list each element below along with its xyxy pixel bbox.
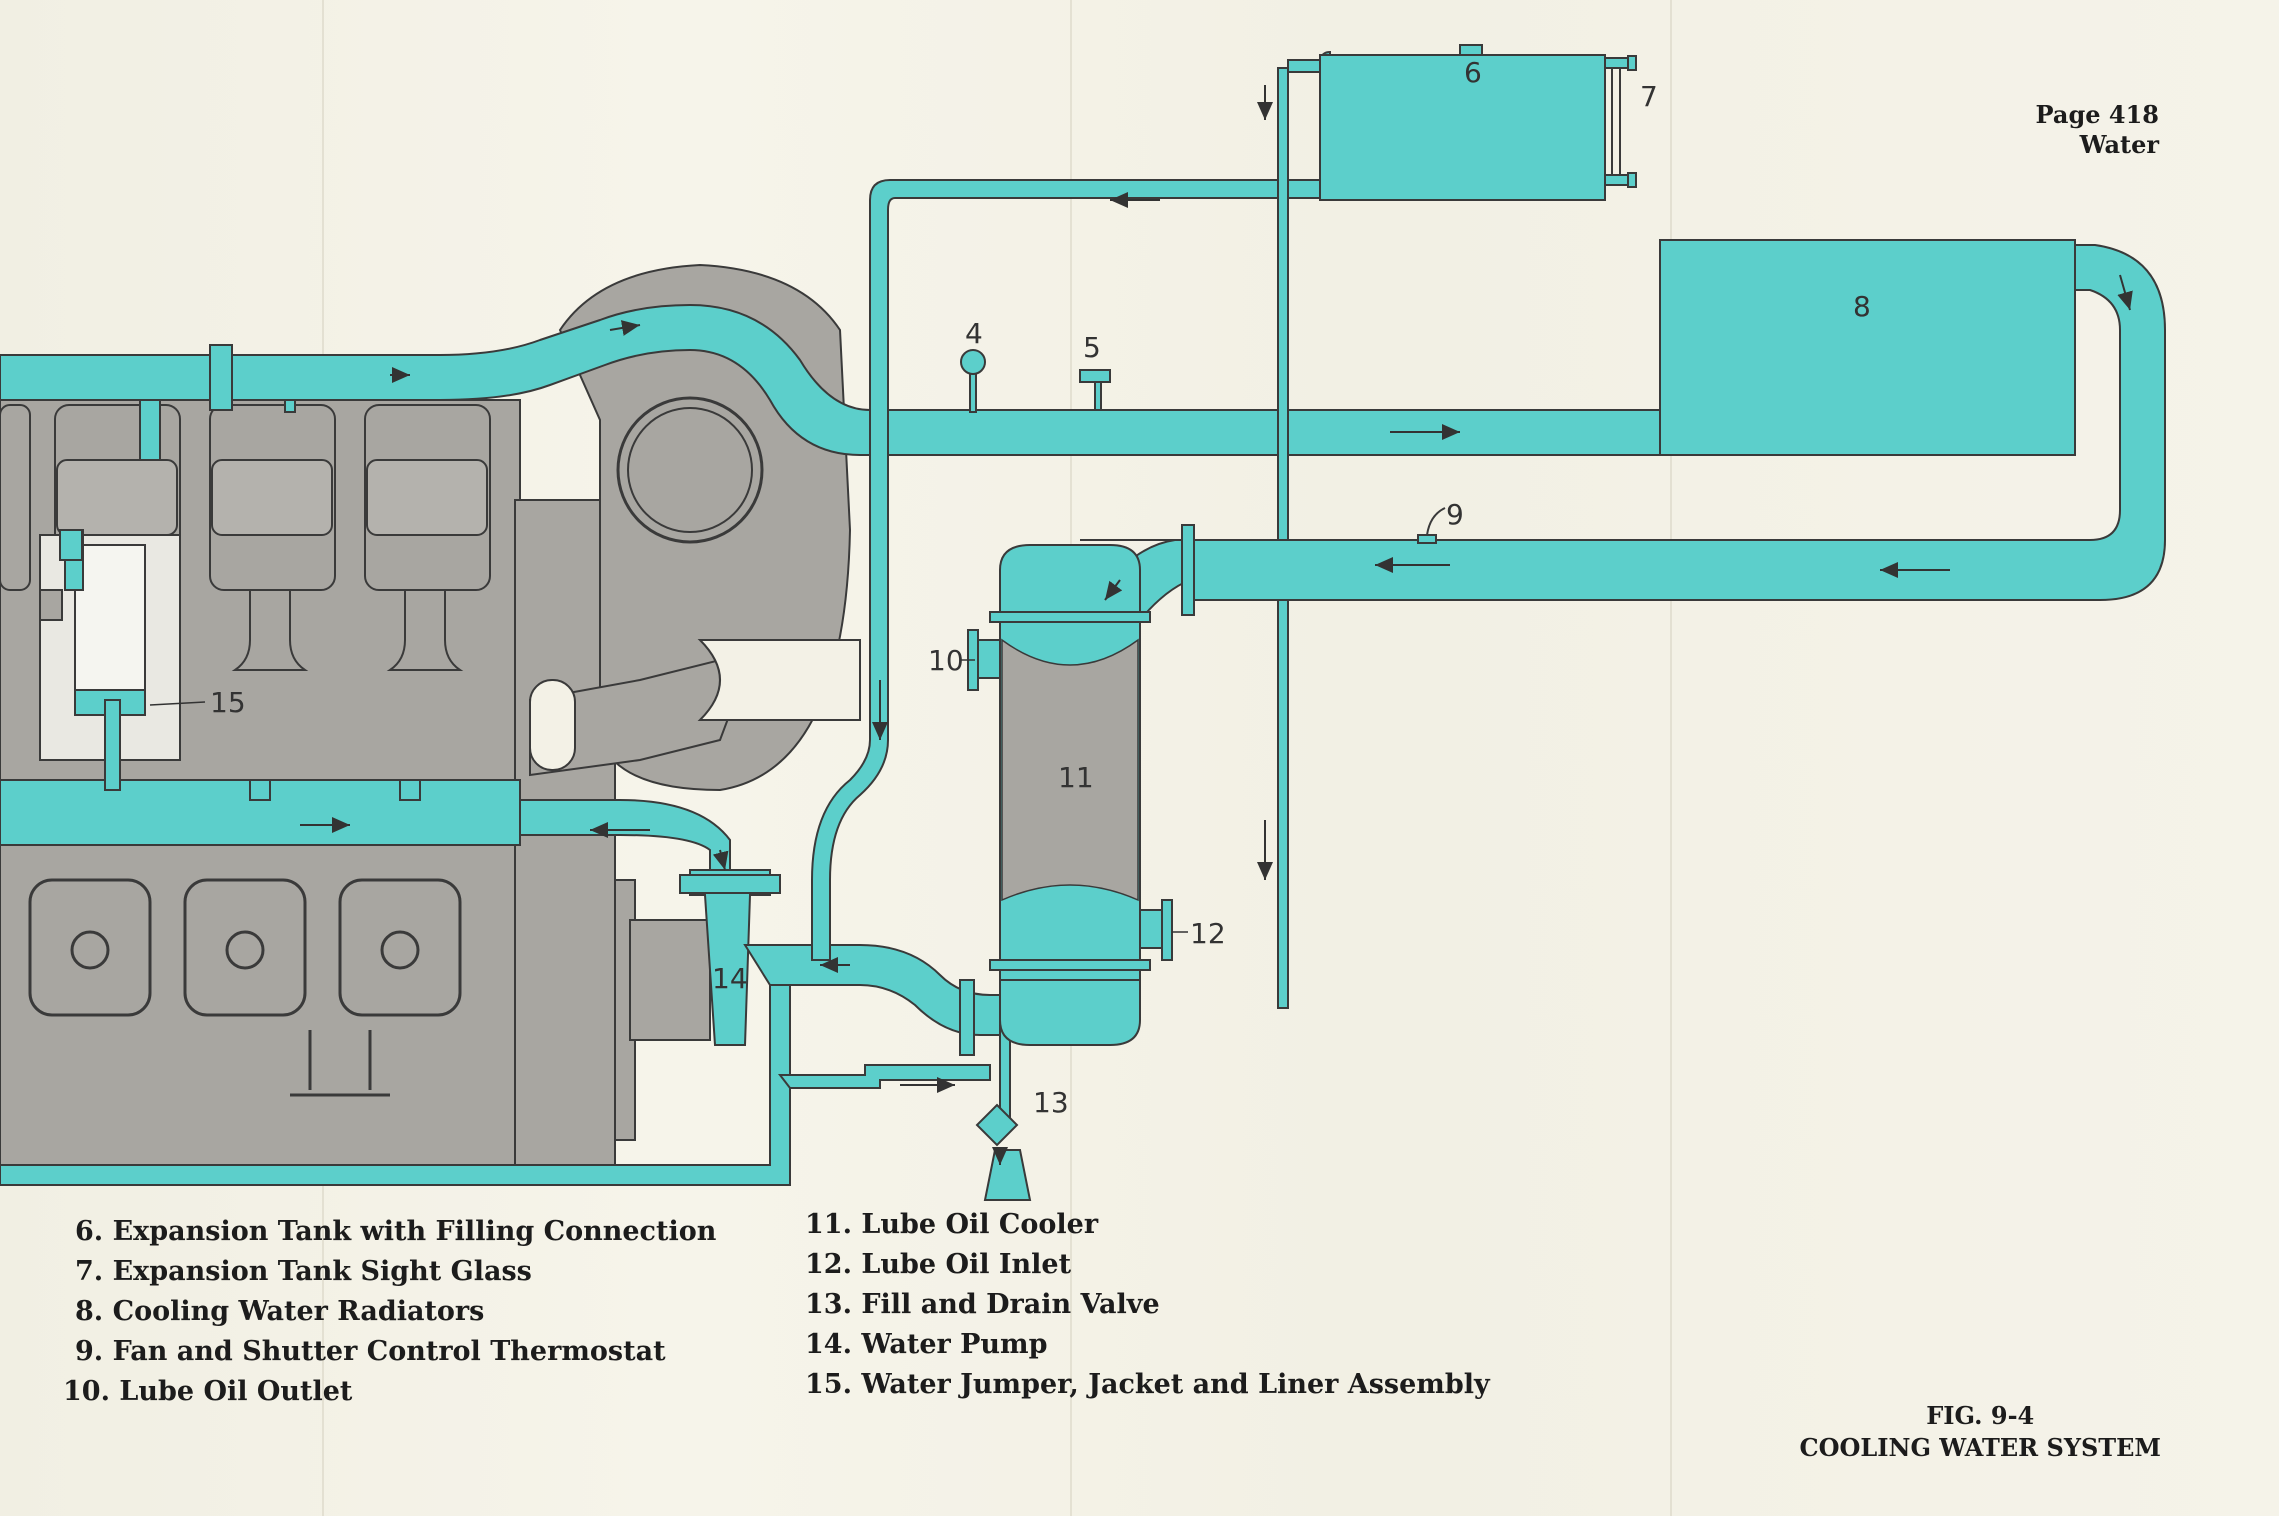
legend-item: 9. Fan and Shutter Control Thermostat — [75, 1336, 666, 1367]
gauge-4 — [960, 349, 986, 413]
figure-number: FIG. 9-4 — [1926, 1401, 2035, 1430]
callout-13: 13 — [1033, 1086, 1069, 1119]
figure-title: COOLING WATER SYSTEM — [1799, 1433, 2162, 1462]
page-number: Page 418 — [2035, 100, 2159, 129]
legend-item: 10. Lube Oil Outlet — [63, 1376, 353, 1407]
page-header: Page 418 Water — [2036, 100, 2159, 160]
legend-item: 13. Fill and Drain Valve — [805, 1289, 1160, 1320]
fill-drain-valve — [975, 1103, 1032, 1201]
legend-item: 15. Water Jumper, Jacket and Liner Assem… — [805, 1369, 1490, 1400]
legend-left: 6. Expansion Tank with Filling Connectio… — [63, 1212, 717, 1412]
callout-14: 14 — [712, 962, 748, 995]
thermostat-9 — [1417, 507, 1446, 544]
callout-8: 8 — [1853, 290, 1871, 323]
legend-item: 6. Expansion Tank with Filling Connectio… — [75, 1216, 717, 1247]
flow-arrows — [300, 85, 2133, 1165]
legend-item: 7. Expansion Tank Sight Glass — [75, 1256, 532, 1287]
callout-6: 6 — [1464, 56, 1482, 89]
legend-item: 8. Cooling Water Radiators — [75, 1296, 485, 1327]
callout-4: 4 — [965, 317, 983, 350]
legend-item: 12. Lube Oil Inlet — [805, 1249, 1072, 1280]
cylinder-liner-cutaway — [39, 529, 181, 761]
cooling-water-radiator — [1659, 239, 2076, 456]
legend-item: 14. Water Pump — [805, 1329, 1048, 1360]
cooler-flange — [989, 959, 1151, 971]
sight-glass — [1604, 55, 1637, 188]
filling-connection — [1459, 44, 1483, 56]
cooler-flange — [989, 611, 1151, 623]
expansion-tank — [1319, 54, 1606, 201]
callout-7: 7 — [1640, 80, 1658, 113]
legend-item: 11. Lube Oil Cooler — [805, 1209, 1099, 1240]
callout-12: 12 — [1190, 917, 1226, 950]
legend-right: 11. Lube Oil Cooler 12. Lube Oil Inlet 1… — [805, 1205, 1490, 1405]
leader-line — [149, 701, 206, 706]
cooler-core — [1001, 638, 1139, 902]
sensor-5 — [1079, 369, 1111, 411]
callout-5: 5 — [1083, 331, 1101, 364]
callout-labels: 6 7 8 4 5 9 10 11 12 13 14 15 — [210, 56, 1871, 1119]
callout-9: 9 — [1446, 498, 1464, 531]
callout-10: 10 — [928, 644, 964, 677]
page-fold — [1670, 0, 1672, 1516]
callout-15: 15 — [210, 686, 246, 719]
section-name: Water — [2079, 130, 2159, 159]
callout-11: 11 — [1058, 761, 1094, 794]
figure-caption: FIG. 9-4 COOLING WATER SYSTEM — [1800, 1400, 2162, 1464]
